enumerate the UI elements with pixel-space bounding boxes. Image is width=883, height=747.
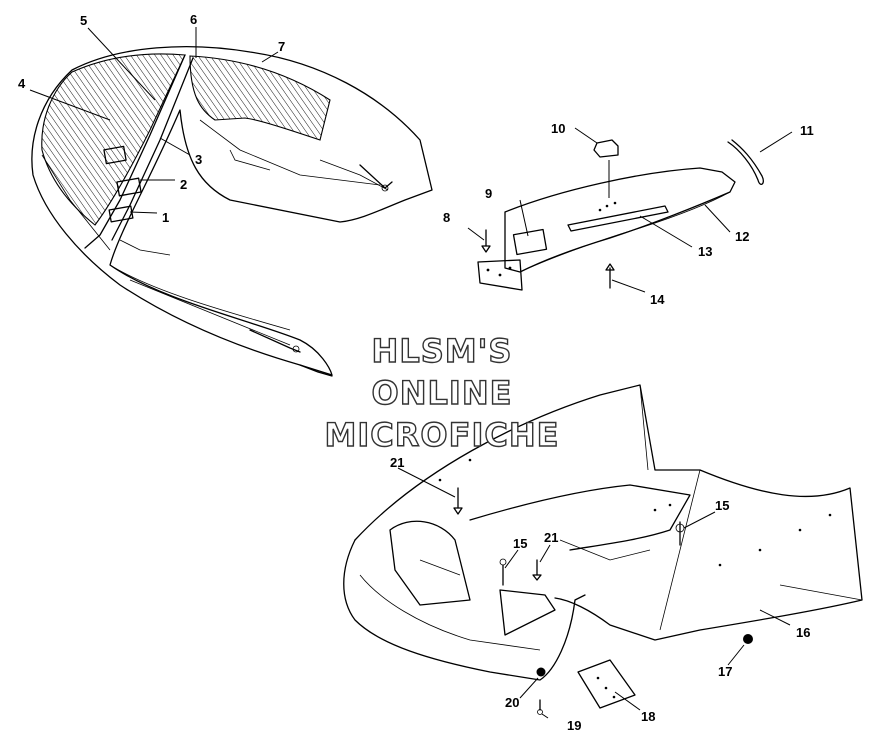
callout-18: 18 xyxy=(641,709,655,724)
callout-3: 3 xyxy=(195,152,202,167)
callout-15a: 15 xyxy=(513,536,527,551)
callout-8: 8 xyxy=(443,210,450,225)
watermark: HLSM'S ONLINE MICROFICHE xyxy=(324,331,560,454)
callout-9: 9 xyxy=(485,186,492,201)
watermark-line-3: MICROFICHE xyxy=(325,416,560,454)
windshield xyxy=(41,53,186,226)
windshield-right xyxy=(189,55,331,141)
callout-1: 1 xyxy=(162,210,169,225)
callout-10: 10 xyxy=(551,121,565,136)
callout-2: 2 xyxy=(180,177,187,192)
leader-lines xyxy=(29,27,793,719)
callout-14: 14 xyxy=(650,292,665,307)
callout-13: 13 xyxy=(698,244,712,259)
skid-plate-assembly xyxy=(477,139,764,291)
callout-6: 6 xyxy=(190,12,197,27)
body-pan-assembly xyxy=(343,384,863,715)
callout-11: 11 xyxy=(800,123,814,138)
callout-4: 4 xyxy=(18,76,26,91)
callout-21a: 21 xyxy=(390,455,404,470)
callout-7: 7 xyxy=(278,39,285,54)
callout-21b: 21 xyxy=(544,530,558,545)
callout-5: 5 xyxy=(80,13,87,28)
callout-19: 19 xyxy=(567,718,581,733)
callout-12: 12 xyxy=(735,229,749,244)
callout-15b: 15 xyxy=(715,498,729,513)
callout-16: 16 xyxy=(796,625,810,640)
callout-20: 20 xyxy=(505,695,519,710)
watermark-line-2: ONLINE xyxy=(372,374,513,412)
callout-labels: 1 2 3 4 5 6 7 8 9 10 11 12 13 14 15 15 1… xyxy=(18,12,814,733)
callout-17: 17 xyxy=(718,664,732,679)
watermark-line-1: HLSM'S xyxy=(372,332,513,370)
hood-assembly xyxy=(31,46,433,377)
